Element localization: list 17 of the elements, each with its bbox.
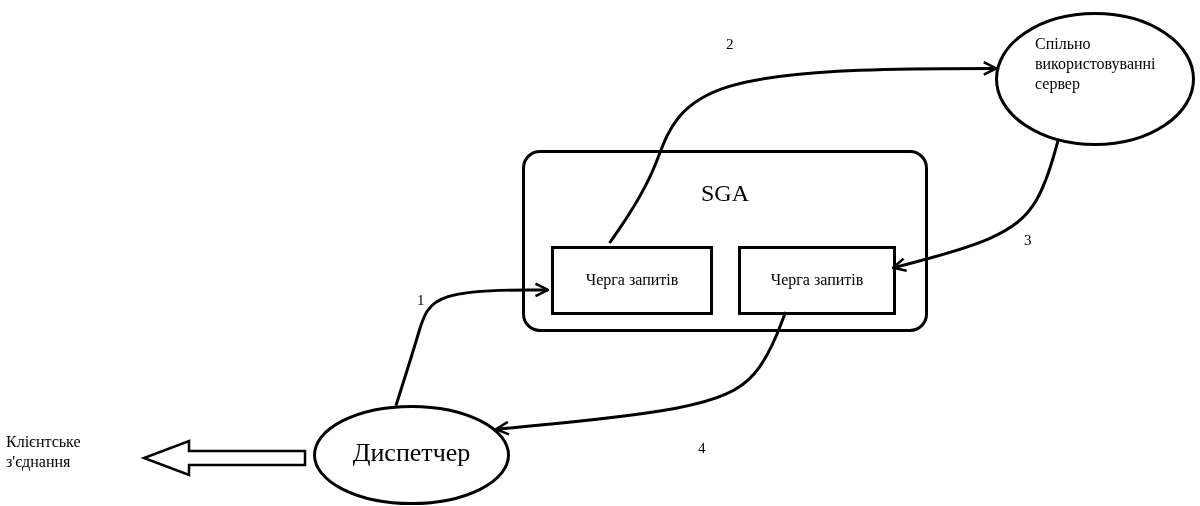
node-label: Спільно використовуванні сервер bbox=[1035, 34, 1157, 94]
edge-label: 4 bbox=[696, 440, 708, 456]
container-box bbox=[522, 150, 928, 332]
queue-box bbox=[738, 246, 896, 315]
edge-label: 1 bbox=[415, 292, 427, 308]
block-arrow bbox=[140, 439, 307, 477]
edge-label: 3 bbox=[1022, 232, 1034, 248]
node-label: Черга запитів bbox=[769, 270, 865, 290]
curved-arrow bbox=[394, 282, 550, 407]
node-label: Черга запитів bbox=[584, 270, 680, 290]
node-label: Диспетчер bbox=[351, 437, 472, 469]
node-label: SGA bbox=[700, 179, 750, 208]
curved-arrow bbox=[891, 140, 1060, 272]
edge-label: 2 bbox=[724, 36, 736, 52]
annotation-text: Клієнтське з'єднання bbox=[6, 432, 82, 472]
queue-box bbox=[551, 246, 713, 315]
curved-arrow bbox=[608, 61, 998, 244]
